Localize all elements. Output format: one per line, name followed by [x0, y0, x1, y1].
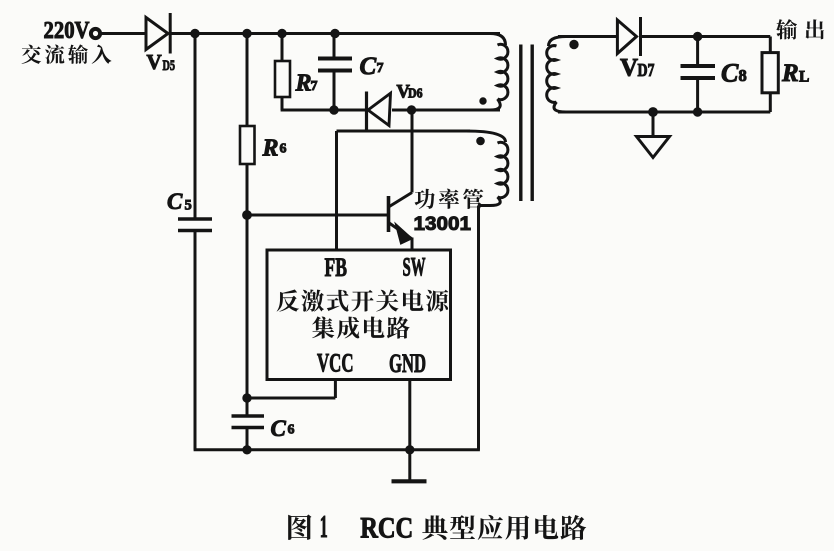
svg-text:C: C	[721, 59, 739, 88]
svg-text:C: C	[271, 416, 287, 441]
svg-text:7: 7	[311, 79, 318, 94]
svg-text:6: 6	[288, 423, 295, 438]
svg-text:D6: D6	[408, 86, 423, 101]
svg-text:V: V	[397, 82, 411, 102]
svg-text:R: R	[262, 136, 279, 162]
svg-text:V: V	[147, 50, 162, 74]
svg-text:5: 5	[185, 198, 192, 214]
svg-text:GND: GND	[389, 348, 426, 378]
svg-text:D5: D5	[163, 58, 176, 74]
svg-text:8: 8	[739, 66, 747, 85]
svg-text:7: 7	[377, 61, 384, 76]
svg-text:FB: FB	[325, 253, 348, 282]
svg-text:SW: SW	[403, 253, 426, 282]
svg-text:L: L	[799, 69, 809, 86]
svg-text:V: V	[620, 55, 638, 82]
svg-text:13001: 13001	[414, 213, 472, 235]
svg-text:C: C	[360, 53, 377, 80]
svg-text:VCC: VCC	[317, 348, 354, 378]
svg-text:D7: D7	[638, 60, 655, 80]
svg-text:R: R	[295, 71, 312, 97]
svg-text:6: 6	[280, 142, 287, 157]
svg-text:RCC: RCC	[360, 512, 413, 545]
svg-text:1: 1	[320, 508, 328, 544]
svg-text:R: R	[781, 60, 799, 87]
svg-text:220V: 220V	[44, 18, 91, 44]
svg-text:C: C	[167, 189, 183, 214]
